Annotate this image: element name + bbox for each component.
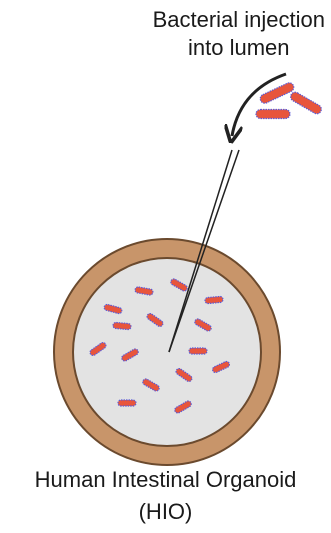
curved-arrow-icon: [232, 74, 286, 136]
rod-bacterium-icon: [289, 91, 323, 116]
organoid-caption: Human Intestinal Organoid (HIO): [0, 464, 331, 528]
rod-bacterium-icon: [189, 348, 207, 354]
organoid-lumen: [73, 258, 261, 446]
organoid-caption-line-2: (HIO): [0, 496, 331, 528]
rod-bacterium-icon: [118, 400, 136, 406]
organoid-caption-line-1: Human Intestinal Organoid: [0, 464, 331, 496]
rod-bacterium-icon: [256, 110, 290, 119]
